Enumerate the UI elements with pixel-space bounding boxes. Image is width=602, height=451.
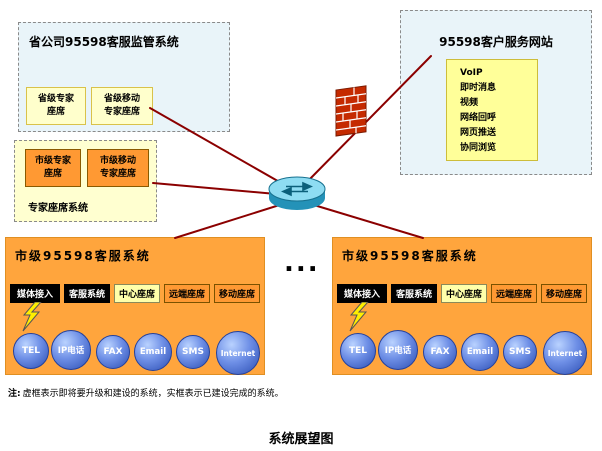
city-system-title: 市级95598客服系统 bbox=[15, 249, 151, 263]
module-mobile-seat: 移动座席 bbox=[214, 284, 260, 303]
channel-email: Email bbox=[134, 333, 172, 371]
channel-sms: SMS bbox=[503, 335, 537, 369]
website-title: 95598客户服务网站 bbox=[439, 35, 553, 49]
provincial-system-title: 省公司95598客服监管系统 bbox=[29, 35, 179, 49]
lightning-icon bbox=[349, 302, 369, 332]
service-voip: VoIP bbox=[460, 68, 483, 78]
channel-ip-phone: IP电话 bbox=[51, 330, 91, 370]
service-co-browsing: 协同浏览 bbox=[460, 143, 497, 153]
module-remote-seat: 远端座席 bbox=[491, 284, 537, 303]
channel-tel: TEL bbox=[13, 333, 49, 369]
module-row: 媒体接入 客服系统 中心座席 远端座席 移动座席 bbox=[337, 284, 587, 303]
channel-tel: TEL bbox=[340, 333, 376, 369]
expert-system-panel: 市级专家 座席 市级移动 专家座席 专家座席系统 bbox=[14, 140, 157, 222]
module-center-seat: 中心座席 bbox=[114, 284, 160, 303]
service-video: 视频 bbox=[460, 98, 479, 108]
city-system-title: 市级95598客服系统 bbox=[342, 249, 478, 263]
city-system-panel-left: 市级95598客服系统 媒体接入 客服系统 中心座席 远端座席 移动座席 TEL… bbox=[5, 237, 265, 375]
channel-internet: Internet bbox=[543, 331, 587, 375]
module-media-access: 媒体接入 bbox=[10, 284, 60, 303]
service-instant-message: 即时消息 bbox=[460, 83, 497, 93]
provincial-system-panel: 省公司95598客服监管系统 省级专家 座席 省级移动 专家座席 bbox=[18, 22, 230, 132]
seat-city-mobile-expert: 市级移动 专家座席 bbox=[87, 149, 149, 187]
channel-fax: FAX bbox=[423, 335, 457, 369]
channel-fax: FAX bbox=[96, 335, 130, 369]
router-icon bbox=[268, 176, 326, 210]
channel-ip-phone: IP电话 bbox=[378, 330, 418, 370]
city-system-panel-right: 市级95598客服系统 媒体接入 客服系统 中心座席 远端座席 移动座席 TEL… bbox=[332, 237, 592, 375]
expert-system-label: 专家座席系统 bbox=[28, 203, 88, 214]
seat-provincial-mobile-expert: 省级移动 专家座席 bbox=[91, 87, 153, 125]
module-remote-seat: 远端座席 bbox=[164, 284, 210, 303]
note: 注:虚框表示即将要升级和建设的系统，实框表示已建设完成的系统。 bbox=[8, 386, 428, 399]
website-services-list: VoIP 即时消息 视频 网络回呼 网页推送 协同浏览 bbox=[446, 59, 538, 161]
service-web-callback: 网络回呼 bbox=[460, 113, 497, 123]
diagram-caption: 系统展望图 bbox=[268, 432, 334, 447]
seat-city-expert: 市级专家 座席 bbox=[25, 149, 81, 187]
channel-email: Email bbox=[461, 333, 499, 371]
service-web-push: 网页推送 bbox=[460, 128, 497, 138]
module-row: 媒体接入 客服系统 中心座席 远端座席 移动座席 bbox=[10, 284, 260, 303]
module-service-system: 客服系统 bbox=[391, 284, 437, 303]
ellipsis: ... bbox=[284, 248, 320, 278]
note-text: 虚框表示即将要升级和建设的系统，实框表示已建设完成的系统。 bbox=[22, 389, 284, 399]
module-mobile-seat: 移动座席 bbox=[541, 284, 587, 303]
note-prefix: 注: bbox=[8, 389, 21, 399]
website-panel: 95598客户服务网站 VoIP 即时消息 视频 网络回呼 网页推送 协同浏览 bbox=[400, 10, 592, 175]
module-center-seat: 中心座席 bbox=[441, 284, 487, 303]
channel-sms: SMS bbox=[176, 335, 210, 369]
lightning-icon bbox=[22, 302, 42, 332]
channel-internet: Internet bbox=[216, 331, 260, 375]
module-service-system: 客服系统 bbox=[64, 284, 110, 303]
firewall-icon bbox=[335, 85, 367, 137]
seat-provincial-expert: 省级专家 座席 bbox=[26, 87, 86, 125]
module-media-access: 媒体接入 bbox=[337, 284, 387, 303]
